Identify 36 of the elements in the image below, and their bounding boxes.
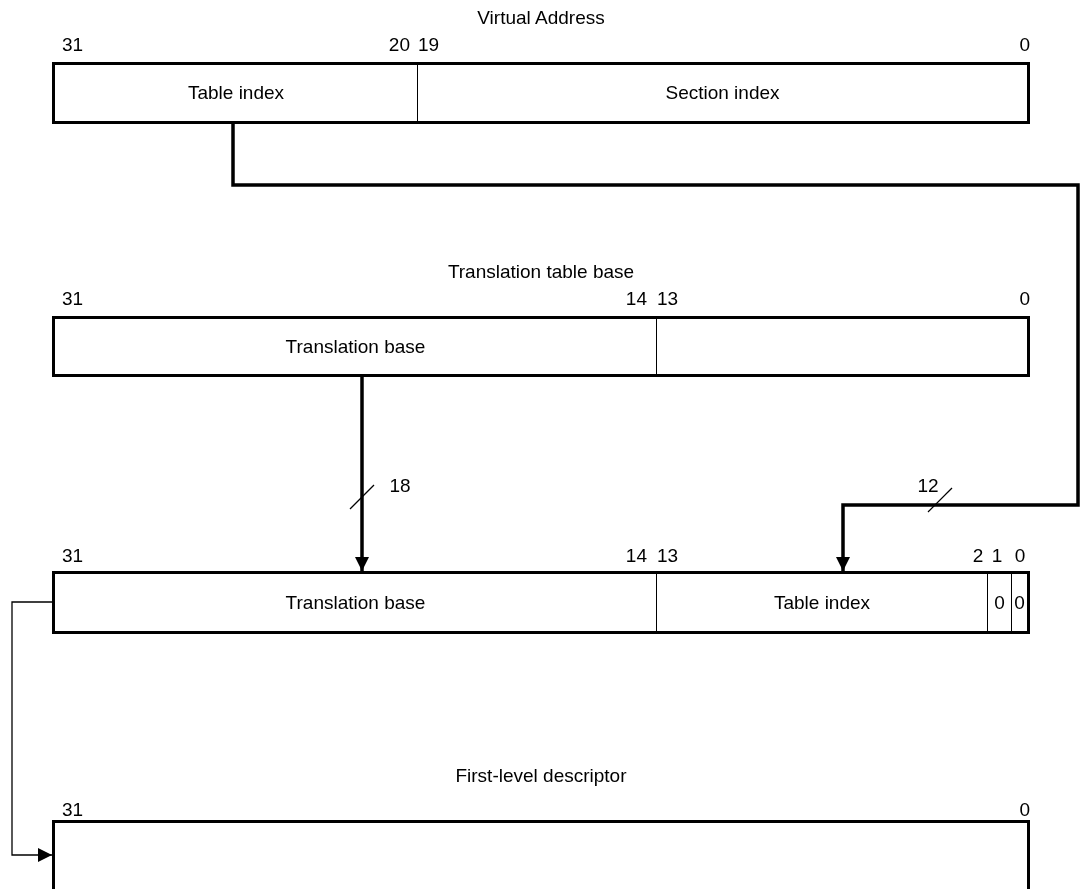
- bit-number: 13: [657, 288, 679, 310]
- field-label: Translation base: [285, 591, 426, 614]
- bit-number: 2: [972, 545, 984, 567]
- edge-label: 18: [389, 475, 411, 497]
- field-label: Table index: [773, 591, 871, 614]
- register-box: [52, 820, 1030, 889]
- bit-number: 31: [62, 799, 84, 821]
- field-label: Section index: [665, 82, 780, 104]
- arrow: [231, 124, 1080, 571]
- arrow: [355, 377, 369, 571]
- bit-number: 13: [657, 545, 679, 567]
- bit-number: 31: [62, 288, 84, 310]
- field-label: Translation base: [285, 335, 426, 358]
- register-box: [52, 316, 1030, 377]
- field-label: 0: [994, 591, 1005, 614]
- register-title: First-level descriptor: [454, 765, 628, 787]
- arrow: [11, 601, 53, 862]
- bit-number: 0: [1014, 545, 1026, 567]
- field-label: 0: [1014, 591, 1025, 614]
- bit-number: 19: [418, 34, 440, 56]
- bit-number: 31: [62, 34, 84, 56]
- bit-number: 1: [991, 545, 1003, 567]
- register-title: Virtual Address: [476, 7, 606, 29]
- register-box: [52, 571, 1030, 634]
- bit-number: 14: [625, 288, 647, 310]
- bit-field: [1011, 574, 1027, 631]
- bit-number: 0: [1019, 799, 1030, 821]
- field-label: Table index: [187, 82, 285, 104]
- bit-number: 0: [1019, 34, 1030, 56]
- bit-number: 20: [388, 34, 410, 56]
- register-box: [52, 62, 1030, 124]
- edge-label: 12: [917, 475, 939, 497]
- register-title: Translation table base: [446, 261, 636, 283]
- bit-number: 0: [1019, 288, 1030, 310]
- bit-number: 31: [62, 545, 84, 567]
- bit-number: 14: [625, 545, 647, 567]
